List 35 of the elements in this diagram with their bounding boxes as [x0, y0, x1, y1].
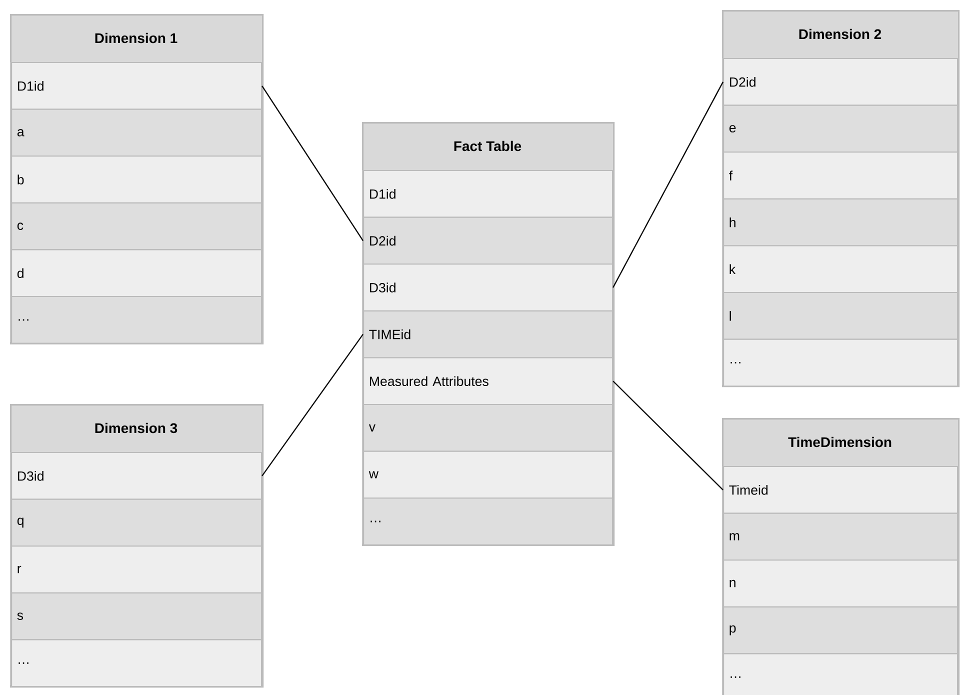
table-row: l — [723, 292, 958, 340]
table-row: D1id — [11, 62, 262, 110]
connector-line — [612, 82, 724, 288]
table-row: … — [723, 653, 958, 695]
table-row: f — [723, 152, 958, 200]
table-row: D1id — [363, 170, 614, 218]
connector-line — [262, 334, 364, 476]
connector-line — [612, 380, 724, 490]
table-row: … — [11, 639, 262, 688]
table-row: … — [11, 296, 262, 344]
table-row: w — [363, 450, 614, 499]
table-row: p — [723, 606, 958, 654]
table-row: k — [723, 245, 958, 294]
table-row: c — [11, 202, 262, 250]
table-row: r — [11, 546, 262, 594]
table-row: D3id — [363, 264, 614, 312]
table-row: d — [11, 249, 262, 298]
connector-line — [262, 86, 364, 242]
table-row: a — [11, 108, 262, 157]
table-row: … — [363, 498, 614, 546]
table-row: D2id — [723, 58, 958, 106]
table-row: TIMEid — [363, 310, 614, 358]
table-row: q — [11, 498, 262, 547]
table-row: D3id — [11, 452, 262, 500]
table-row: Timeid — [723, 466, 958, 514]
table-row: n — [723, 560, 958, 608]
table-row: b — [11, 156, 262, 204]
table-row: v — [363, 404, 614, 452]
table-row: Measured Attributes — [363, 357, 614, 406]
table-row: m — [723, 512, 958, 561]
table-row: s — [11, 592, 262, 640]
table-row: h — [723, 198, 958, 246]
table-row: … — [723, 338, 958, 387]
table-row: D2id — [363, 216, 614, 265]
table-row: e — [723, 104, 958, 153]
